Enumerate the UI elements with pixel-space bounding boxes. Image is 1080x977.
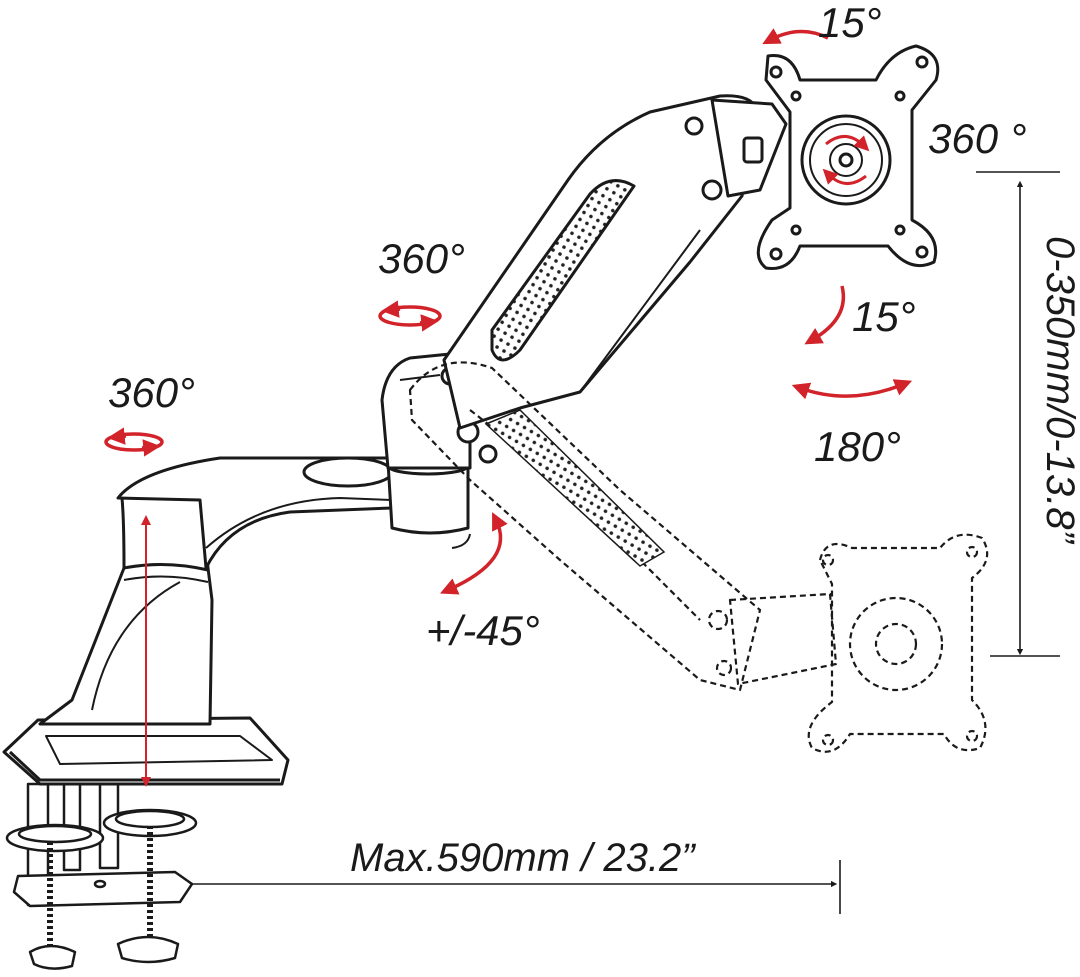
- rotation-arrow-vesa: [822, 135, 870, 185]
- dimension-lines: [190, 171, 1060, 914]
- lower-arm: [116, 456, 394, 570]
- swivel-base-arrow: [104, 427, 164, 457]
- red-arrows: [104, 28, 913, 787]
- swivel-upper-arm-label: 360°: [378, 235, 465, 282]
- swivel-head-arrow: [791, 379, 913, 400]
- rotate-screen-label: 360 °: [928, 115, 1027, 162]
- arm-tilt-label: +/-45°: [426, 607, 540, 654]
- upper-arm: [442, 94, 788, 430]
- pole: [38, 494, 214, 726]
- height-range-label: 0-350mm/0-13.8”: [1038, 236, 1080, 543]
- desk-clamp: [5, 782, 198, 970]
- vesa-plate-lower: [807, 533, 989, 753]
- swivel-base-label: 360°: [108, 369, 195, 416]
- tilt-bottom-arrow: [804, 285, 846, 345]
- swivel-upper-arrow: [378, 300, 442, 332]
- vesa-plate-upper: [756, 44, 940, 271]
- lowered-arm-mesh: [484, 409, 666, 567]
- arm-tilt-arrow: [439, 512, 508, 595]
- tilt-top-arrow: [762, 28, 829, 45]
- max-extension-label: Max.590mm / 23.2”: [350, 836, 695, 880]
- tilt-top-label: 15°: [818, 0, 882, 46]
- tilt-bottom-label: 15°: [852, 293, 916, 340]
- swivel-head-label: 180°: [814, 423, 901, 470]
